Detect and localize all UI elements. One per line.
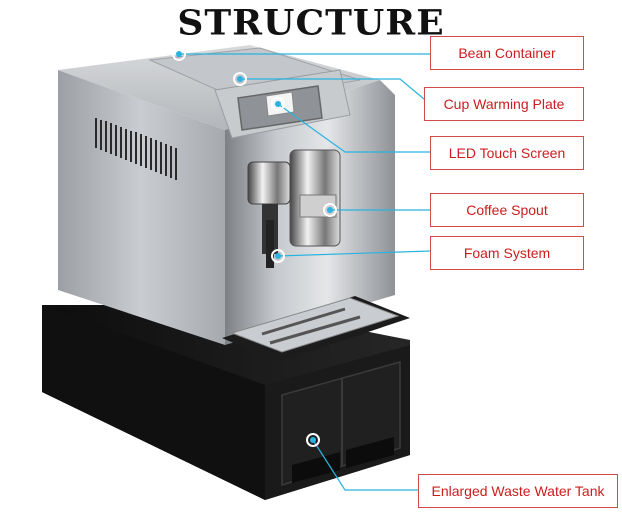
label-cup-warming-plate: Cup Warming Plate bbox=[424, 87, 584, 121]
led-touch-screen bbox=[237, 85, 323, 131]
waste-water-tank bbox=[281, 361, 401, 487]
drip-tray bbox=[222, 296, 410, 362]
label-foam-system: Foam System bbox=[430, 236, 584, 270]
label-bean-container: Bean Container bbox=[430, 36, 584, 70]
callout-dot-tank bbox=[306, 433, 320, 447]
leader-tank bbox=[312, 439, 418, 491]
foam-system bbox=[247, 161, 291, 268]
callout-dot-bean bbox=[172, 47, 186, 61]
leader-led bbox=[277, 103, 430, 153]
side-vents bbox=[95, 118, 177, 180]
callout-dot-foam bbox=[271, 249, 285, 263]
label-led-touch-screen: LED Touch Screen bbox=[430, 136, 584, 170]
callout-dot-cup bbox=[233, 72, 247, 86]
coffee-spout bbox=[289, 149, 341, 247]
page-title: STRUCTURE bbox=[177, 3, 445, 43]
label-enlarged-waste-water-tank: Enlarged Waste Water Tank bbox=[418, 474, 618, 508]
leader-foam bbox=[277, 250, 431, 257]
callout-dot-led bbox=[271, 97, 285, 111]
callout-dot-spout bbox=[323, 203, 337, 217]
label-coffee-spout: Coffee Spout bbox=[430, 193, 584, 227]
leader-cup bbox=[240, 78, 431, 105]
leader-lines bbox=[179, 53, 431, 491]
